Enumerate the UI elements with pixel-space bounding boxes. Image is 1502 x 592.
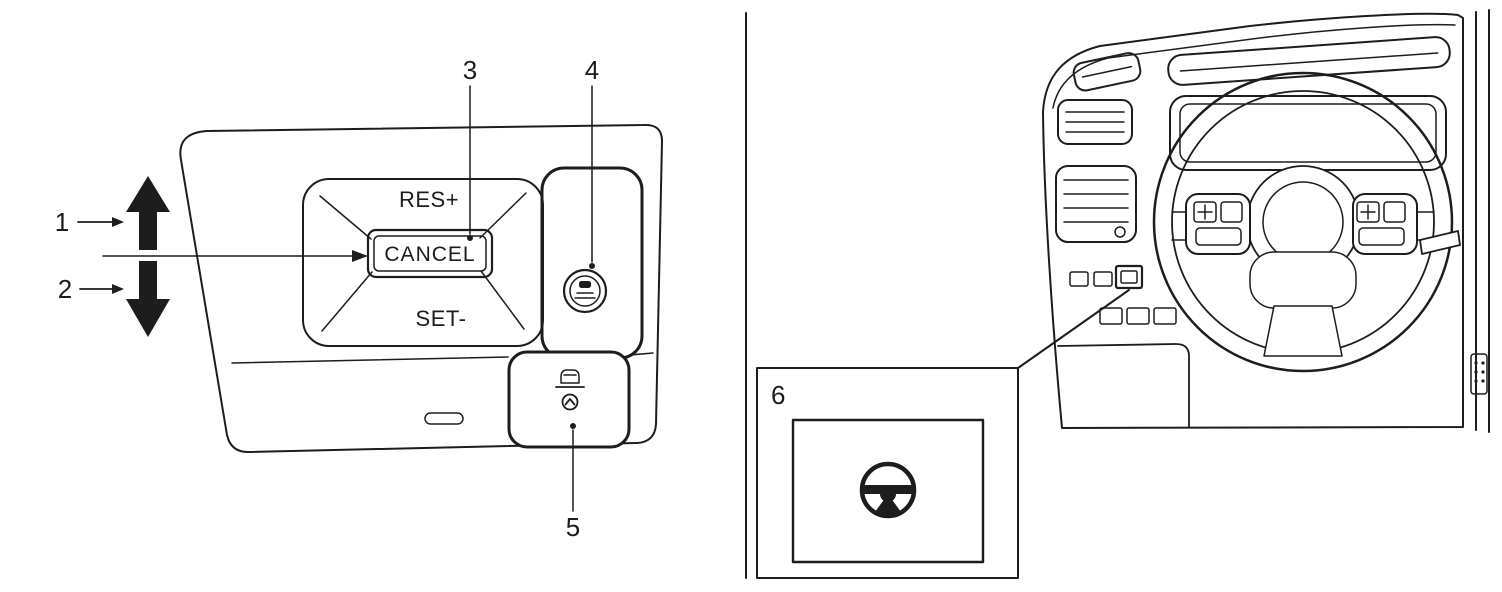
wheel-outer-rim xyxy=(1152,71,1454,373)
dash-switch-row-upper xyxy=(1069,271,1113,287)
instrument-cluster xyxy=(1169,95,1447,171)
cancel-label: CANCEL xyxy=(384,243,475,266)
follow-distance-icon xyxy=(574,281,596,299)
dash-top-seam xyxy=(1052,23,1456,109)
pad-diagonal xyxy=(319,195,372,240)
distance-button-inner-ring xyxy=(569,275,601,307)
res-plus-label: RES+ xyxy=(399,187,459,212)
down-arrow-icon xyxy=(126,261,170,337)
callout-4-label: 4 xyxy=(585,55,599,85)
left-upper-vent xyxy=(1072,52,1142,92)
cruise-rocker-pad: RES+ SET- CANCEL xyxy=(302,178,544,347)
set-minus-label: SET- xyxy=(416,306,467,331)
airbag-cover xyxy=(1249,251,1357,309)
inset-callout-6: 6 xyxy=(756,367,1019,579)
callout-3: 3 xyxy=(463,55,477,241)
steering-wheel xyxy=(1152,71,1454,373)
callout-1-arrowhead xyxy=(112,217,124,227)
callout-2-label: 2 xyxy=(58,274,72,304)
inset-switch-outline xyxy=(791,418,985,564)
up-arrow-icon xyxy=(126,176,170,250)
follow-distance-button xyxy=(562,268,608,314)
callout-1-label: 1 xyxy=(55,207,69,237)
cancel-pointer-arrow xyxy=(102,250,368,262)
dash-switch-row-lower xyxy=(1099,307,1177,325)
left-side-vent xyxy=(1055,165,1137,243)
steering-wheel-icon xyxy=(859,461,917,519)
pad-diagonal xyxy=(480,270,525,330)
propilot-assist-icon xyxy=(555,369,585,411)
steering-column xyxy=(1263,305,1343,357)
callout-6-label: 6 xyxy=(771,380,785,410)
left-mid-vent xyxy=(1057,99,1133,145)
propilot-dash-switch xyxy=(1114,264,1144,290)
control-stalk xyxy=(1419,230,1461,255)
callout-1: 1 xyxy=(55,207,124,237)
right-spoke-switch-pad xyxy=(1352,193,1418,255)
callout-4: 4 xyxy=(585,55,599,269)
callout-2-arrowhead xyxy=(112,284,124,294)
cancel-arrowhead xyxy=(352,250,368,262)
switch-bezel-outline xyxy=(179,123,663,454)
bezel-slot xyxy=(424,412,464,425)
pillar-switch xyxy=(1470,353,1488,395)
bezel-seam-line xyxy=(231,356,509,364)
dashboard-outline xyxy=(1042,12,1464,429)
dashboard-overview xyxy=(1017,9,1490,433)
cancel-button-outer xyxy=(366,228,494,279)
knee-panel-line xyxy=(1057,343,1190,428)
inset-pointer-line xyxy=(1017,289,1130,369)
pad-diagonal xyxy=(321,271,373,332)
cancel-button-inner xyxy=(373,235,487,272)
steering-switch-detail: RES+ SET- CANCEL xyxy=(55,55,663,542)
inset-box xyxy=(756,367,1019,579)
top-vent xyxy=(1167,36,1451,86)
left-spoke-switch-pad xyxy=(1185,193,1251,255)
callout-5-label: 5 xyxy=(566,512,580,542)
distance-button-outer-ring xyxy=(562,268,608,314)
callout-2: 2 xyxy=(58,274,124,304)
callout-3-label: 3 xyxy=(463,55,477,85)
callout-5: 5 xyxy=(566,423,580,542)
speed-adjust-arrows xyxy=(126,176,170,337)
cancel-button-graphic: CANCEL xyxy=(366,228,494,279)
